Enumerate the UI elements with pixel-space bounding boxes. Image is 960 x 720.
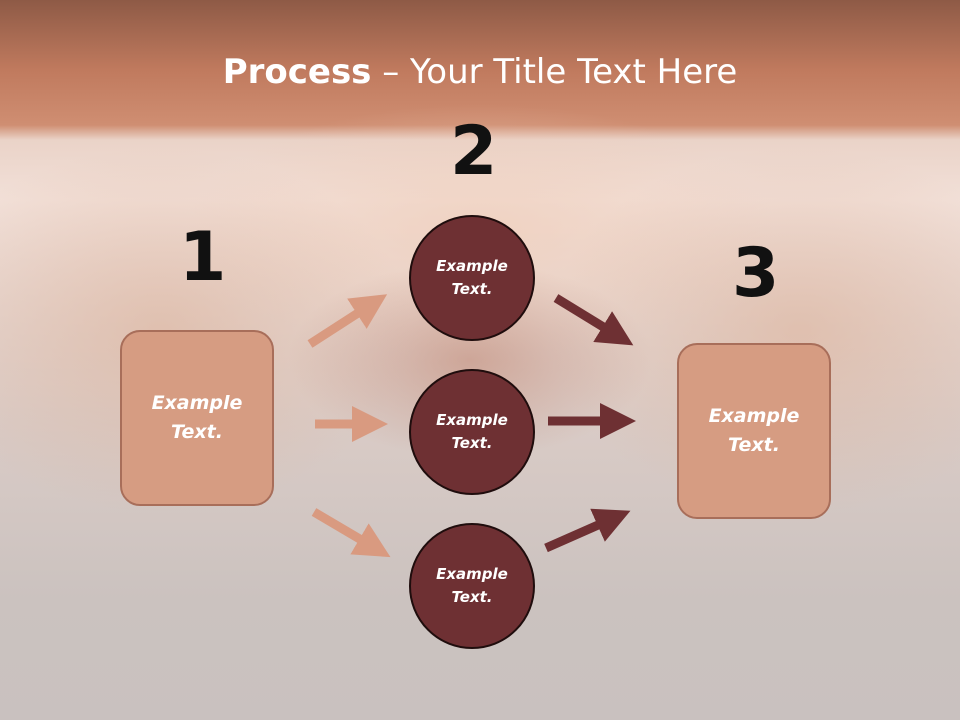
circle-middle-text: Example Text.: [436, 411, 508, 452]
step-number-1: 1: [179, 218, 227, 297]
circle-bottom-text: Example Text.: [436, 565, 508, 606]
slide-title: Process – Your Title Text Here: [0, 52, 960, 92]
title-bold: Process: [222, 52, 372, 92]
title-rest: – Your Title Text Here: [371, 52, 738, 92]
circle-top: Example Text.: [409, 215, 535, 341]
arrow-left-to-bottom: [311, 508, 391, 558]
circle-middle: Example Text.: [409, 369, 535, 495]
left-box: Example Text.: [120, 330, 274, 506]
circle-top-text: Example Text.: [436, 257, 508, 298]
arrow-left-to-top: [307, 294, 388, 348]
right-box: Example Text.: [677, 343, 831, 519]
step-number-2: 2: [450, 112, 498, 191]
arrow-top-to-right: [553, 294, 634, 346]
step-number-3: 3: [732, 234, 780, 313]
left-box-text: Example Text.: [151, 392, 243, 443]
circle-bottom: Example Text.: [409, 523, 535, 649]
right-box-text: Example Text.: [708, 405, 800, 456]
arrow-bottom-to-right: [544, 508, 631, 553]
